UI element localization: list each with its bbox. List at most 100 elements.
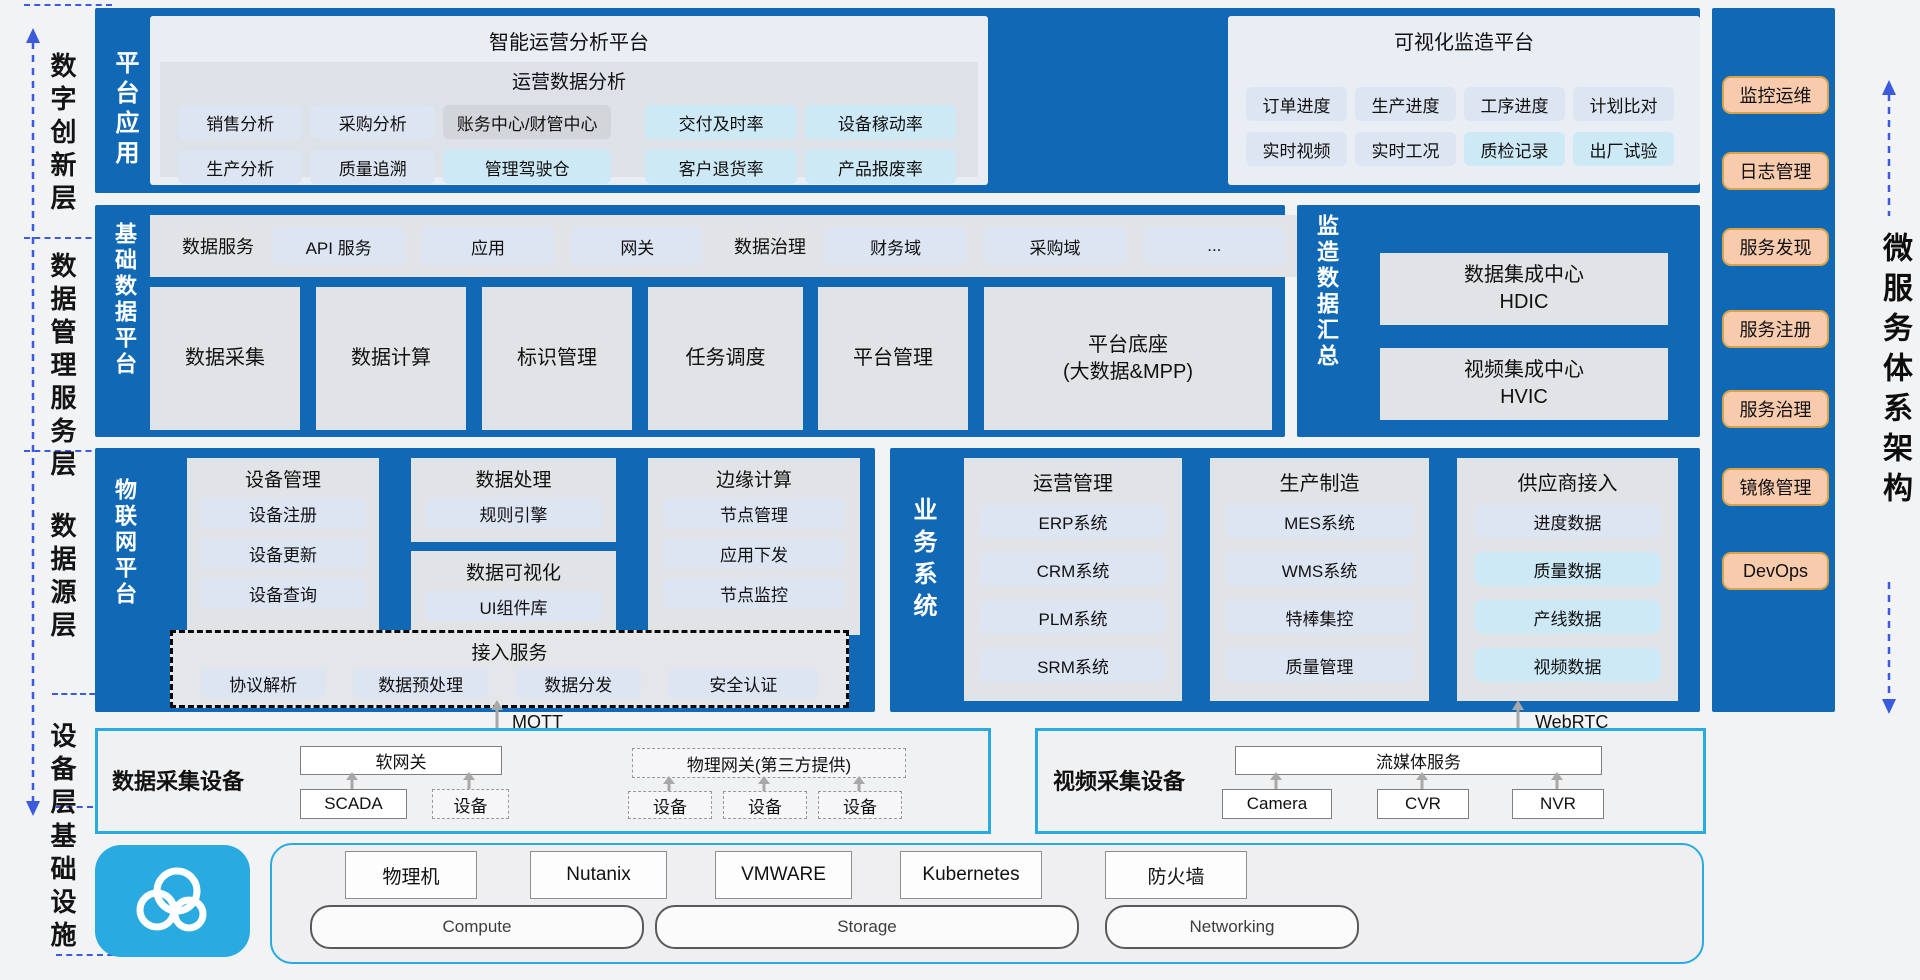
platform-base-line2: (大数据&MPP) — [1063, 360, 1193, 383]
node-delivery-rate: 交付及时率 — [645, 105, 797, 139]
layer-divider — [24, 237, 112, 239]
node-quality-data: 质量数据 — [1473, 552, 1662, 586]
supervision-summary-side-label: 监造数据汇总 — [1314, 214, 1339, 370]
node-process-progress: 工序进度 — [1464, 87, 1565, 121]
cloud-icon — [136, 867, 206, 932]
node-management-cockpit: 管理驾驶仓 — [442, 150, 612, 184]
node-streaming-service: 流媒体服务 — [1235, 746, 1602, 775]
hdic-line2: HDIC — [1499, 291, 1549, 313]
access-service-title: 接入服务 — [471, 643, 548, 664]
node-crm: CRM系统 — [980, 552, 1166, 586]
device-mgmt-title: 设备管理 — [244, 470, 321, 491]
node-protocol-parse: 协议解析 — [200, 668, 326, 698]
node-video-data: 视频数据 — [1473, 648, 1662, 682]
pill-networking: Networking — [1105, 905, 1359, 949]
iot-side-label: 物联网平台 — [112, 478, 137, 608]
node-plm: PLM系统 — [980, 600, 1166, 634]
node-gateway: 网关 — [570, 227, 704, 265]
microservices-band — [1712, 8, 1835, 712]
visual-supervision-title: 可视化监造平台 — [1394, 32, 1534, 54]
node-device-query: 设备查询 — [200, 578, 366, 608]
data-visualization-title: 数据可视化 — [465, 563, 561, 584]
node-data-collection: 数据采集 — [150, 287, 300, 430]
supplier-access-title: 供应商接入 — [1517, 473, 1618, 495]
node-mes: MES系统 — [1226, 504, 1413, 538]
ops-analysis-title: 智能运营分析平台 — [489, 32, 649, 54]
node-data-preprocess: 数据预处理 — [353, 668, 489, 698]
device-mgmt-panel: 设备管理 设备注册 设备更新 设备查询 — [187, 458, 379, 635]
left-layers-arrow-icon — [26, 28, 40, 816]
node-production-analysis: 生产分析 — [178, 150, 303, 184]
node-data-distribute: 数据分发 — [515, 668, 641, 698]
mqtt-label: MQTT — [512, 712, 563, 732]
node-device-dashed: 设备 — [628, 791, 712, 819]
node-wms: WMS系统 — [1226, 552, 1413, 586]
layer-label-data-management: 数据管理服务层 — [47, 252, 77, 483]
hdic-line1: 数据集成中心 — [1464, 264, 1584, 286]
node-quality-mgmt: 质量管理 — [1226, 648, 1413, 682]
access-service-box: 接入服务 协议解析 数据预处理 数据分发 安全认证 — [170, 630, 849, 708]
node-ui-library: UI组件库 — [425, 591, 602, 621]
up-arrow-icon — [1551, 772, 1563, 789]
node-scada: SCADA — [300, 789, 407, 819]
up-arrow-icon — [463, 772, 475, 789]
node-quality-trace: 质量追溯 — [310, 150, 435, 184]
node-security-auth: 安全认证 — [668, 668, 819, 698]
node-api-service: API 服务 — [272, 227, 406, 265]
daq-devices-box — [95, 728, 991, 834]
up-arrow-icon — [758, 776, 770, 791]
node-production-progress: 生产进度 — [1355, 87, 1456, 121]
manufacturing-title: 生产制造 — [1279, 473, 1360, 495]
data-governance-label: 数据治理 — [734, 237, 806, 257]
supplier-access-panel: 供应商接入 进度数据 质量数据 产线数据 视频数据 — [1457, 458, 1678, 701]
microservices-arrow-down-icon — [1882, 582, 1896, 714]
node-srm: SRM系统 — [980, 648, 1166, 682]
up-arrow-icon — [1416, 772, 1428, 789]
layer-divider — [24, 450, 112, 452]
up-arrow-icon — [663, 776, 675, 791]
node-node-mgmt: 节点管理 — [662, 498, 846, 528]
layer-label-data-source: 数据源层 — [47, 512, 77, 644]
pill-storage: Storage — [655, 905, 1079, 949]
node-task-scheduling: 任务调度 — [648, 287, 803, 430]
node-procurement-domain: 采购域 — [983, 227, 1127, 265]
visual-button-row-2: 实时视频 实时工况 质检记录 出厂试验 — [1246, 132, 1686, 166]
node-service-governance: 服务治理 — [1722, 390, 1829, 428]
node-factory-test: 出厂试验 — [1573, 132, 1674, 166]
daq-devices-label: 数据采集设备 — [112, 769, 245, 794]
data-service-label: 数据服务 — [182, 237, 254, 257]
node-return-rate: 客户退货率 — [645, 150, 797, 184]
node-device-dashed: 设备 — [818, 791, 902, 819]
business-systems-side-label: 业务系统 — [909, 497, 936, 625]
hvic-line2: HVIC — [1500, 386, 1548, 408]
base-data-side-label: 基础数据平台 — [112, 222, 137, 378]
node-device-update: 设备更新 — [200, 538, 366, 568]
node-nvr: NVR — [1512, 789, 1604, 819]
layer-divider — [56, 954, 144, 956]
microservices-arrow-up-icon — [1882, 80, 1896, 216]
access-service-row: 协议解析 数据预处理 数据分发 安全认证 — [173, 667, 846, 705]
ops-button-row-2: 生产分析 质量追溯 管理驾驶仓 客户退货率 产品报废率 — [178, 150, 964, 184]
node-log-mgmt: 日志管理 — [1722, 152, 1829, 190]
data-visualization-panel: 数据可视化 UI组件库 — [411, 551, 616, 635]
data-processing-panel: 数据处理 规则引擎 — [411, 458, 616, 542]
node-erp: ERP系统 — [980, 504, 1166, 538]
layer-divider — [52, 693, 114, 695]
node-scrap-rate: 产品报废率 — [804, 150, 957, 184]
hvic-line1: 视频集成中心 — [1464, 359, 1584, 381]
node-plan-compare: 计划比对 — [1573, 87, 1674, 121]
up-arrow-icon — [1270, 772, 1282, 789]
node-physical-gateway: 物理网关(第三方提供) — [632, 748, 906, 778]
up-arrow-icon — [853, 776, 865, 791]
ops-subtitle: 运营数据分析 — [511, 72, 626, 93]
ops-data-analysis-area: 运营数据分析 销售分析 采购分析 账务中心/财管中心 交付及时率 设备稼动率 生… — [160, 62, 978, 184]
edge-computing-title: 边缘计算 — [715, 470, 792, 491]
node-nutanix: Nutanix — [530, 851, 667, 899]
platform-app-side-label: 平台应用 — [111, 50, 138, 170]
node-procurement-analysis: 采购分析 — [310, 105, 435, 139]
operations-mgmt-panel: 运营管理 ERP系统 CRM系统 PLM系统 SRM系统 — [964, 458, 1182, 701]
pill-compute: Compute — [310, 905, 644, 949]
node-finance-domain: 财务域 — [824, 227, 968, 265]
node-rule-engine: 规则引擎 — [425, 498, 602, 528]
operations-mgmt-title: 运营管理 — [1033, 473, 1113, 495]
